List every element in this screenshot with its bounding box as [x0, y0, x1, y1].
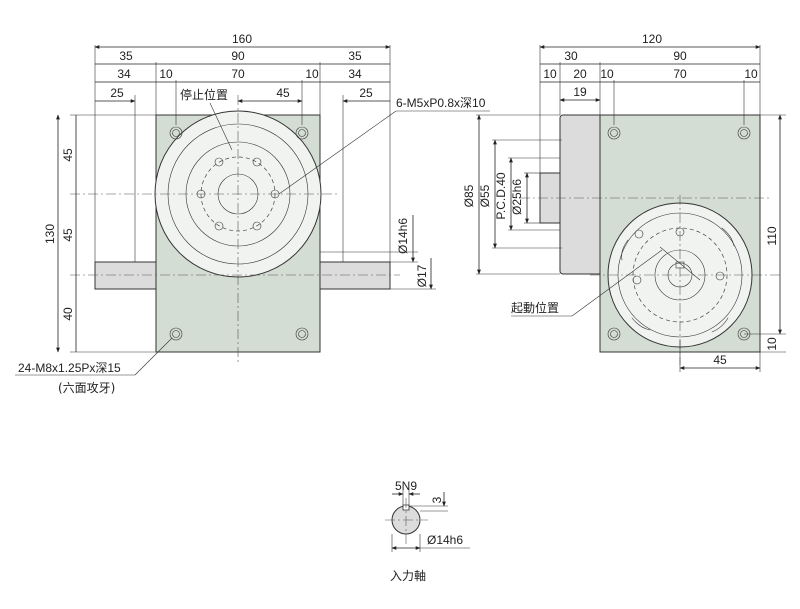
label-input-shaft: 入力軸	[390, 569, 426, 583]
side-dim-10-c: 10	[744, 67, 758, 81]
dim-35-left: 35	[119, 49, 133, 63]
label-tap-m8: 24-M8x1.25Px深15	[18, 361, 121, 375]
dim-25-right: 25	[359, 86, 373, 100]
dim-34-right: 34	[348, 67, 362, 81]
side-dim-20: 20	[573, 67, 587, 81]
front-left-shaft	[94, 261, 157, 290]
side-dim-dia-55: Ø55	[478, 184, 492, 207]
shaft-section: 5N9 3 Ø14h6 入力軸	[385, 479, 470, 583]
side-dim-120: 120	[642, 32, 662, 46]
dim-45-mid: 45	[61, 228, 75, 242]
side-dim-10-b: 10	[600, 67, 614, 81]
side-flange	[559, 114, 603, 275]
shaft-dim-3: 3	[430, 496, 444, 503]
dim-10-left: 10	[159, 67, 173, 81]
shaft-dim-5n9: 5N9	[395, 479, 417, 493]
dim-45-top: 45	[61, 148, 75, 162]
side-dim-10-right: 10	[765, 337, 779, 351]
side-dim-pcd: P.C.D.40	[494, 172, 508, 219]
side-dim-30: 30	[564, 49, 578, 63]
side-dim-110: 110	[765, 226, 779, 245]
label-hex-tap: (六面攻牙)	[58, 381, 115, 395]
front-mount-holes	[169, 126, 309, 341]
dim-160: 160	[232, 32, 252, 46]
label-tap-m5: 6-M5xP0.8x深10	[396, 96, 486, 110]
dim-70: 70	[231, 67, 245, 81]
shaft-dim-dia: Ø14h6	[427, 533, 463, 547]
dim-90: 90	[231, 49, 245, 63]
dim-130: 130	[43, 224, 57, 244]
label-start-position: 起動位置	[511, 300, 559, 315]
dim-45: 45	[276, 86, 290, 100]
side-mount-holes	[607, 126, 751, 341]
side-view: 120 30 90 10 20 10 70 10 19 Ø85 Ø55 P.C.…	[462, 32, 786, 372]
dim-40: 40	[61, 307, 75, 321]
side-dim-dia-25: Ø25h6	[510, 179, 524, 215]
side-dim-dia-85: Ø85	[462, 184, 476, 207]
front-right-shaft	[319, 261, 391, 290]
dim-34-left: 34	[117, 67, 131, 81]
side-dim-19: 19	[573, 85, 587, 99]
dim-dia-14h6: Ø14h6	[396, 218, 410, 254]
dim-25-left: 25	[110, 86, 124, 100]
side-dim-70: 70	[673, 67, 687, 81]
dim-dia-17: Ø17	[415, 264, 429, 287]
side-dim-90: 90	[673, 49, 687, 63]
label-stop-position: 停止位置	[180, 87, 228, 102]
dim-35-right: 35	[348, 49, 362, 63]
front-view: 160 35 90 35 34 10 70 10 34 25 45 25 停止位…	[15, 32, 490, 395]
dim-10-right: 10	[305, 67, 319, 81]
side-dim-10-a: 10	[543, 67, 557, 81]
side-slots	[621, 227, 735, 333]
side-dim-45: 45	[713, 353, 727, 367]
